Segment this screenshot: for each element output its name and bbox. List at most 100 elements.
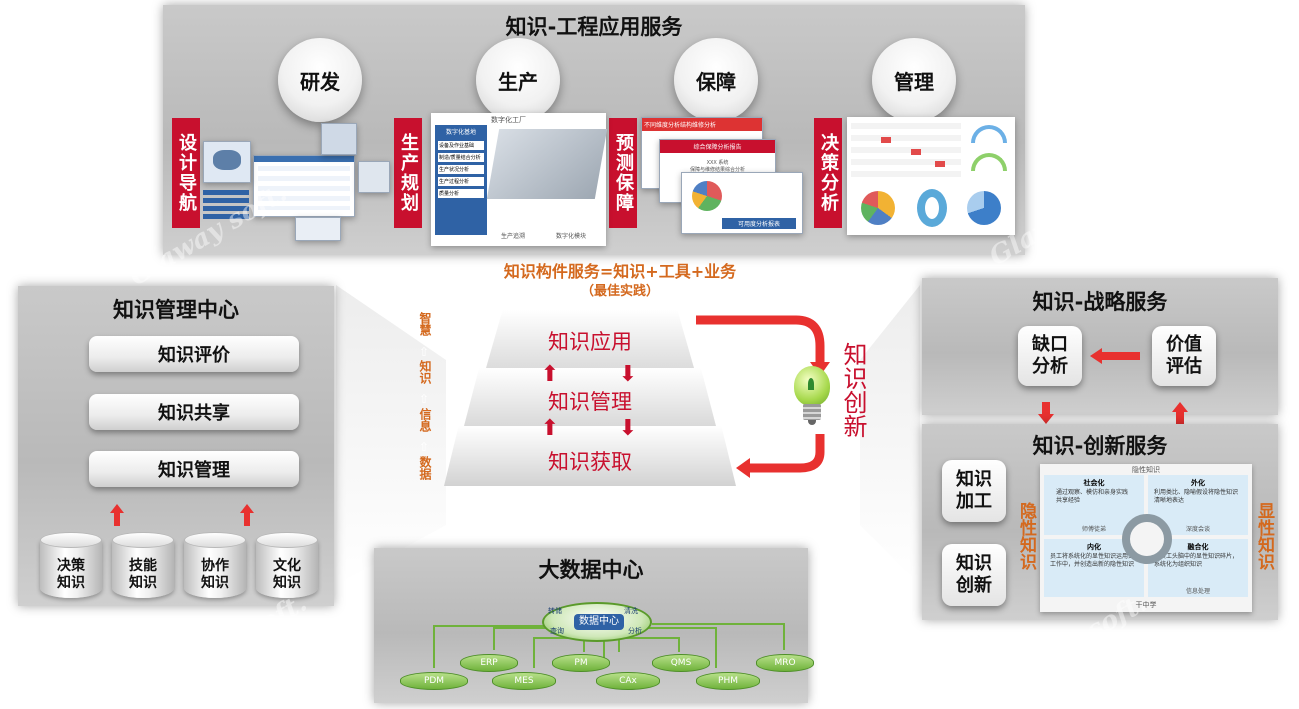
management-table [851,123,961,183]
support-pie [692,181,722,211]
production-menu-item: 生产状况分析 [438,165,484,174]
seci-top-label: 隐性知识 [1132,466,1160,474]
knowledge-processing-box: 知识加工 [942,460,1006,522]
production-caption-right: 数字化模块 [556,233,587,240]
hub-ring-label: 分析 [628,627,642,635]
knowledge-innovation-box: 知识创新 [942,544,1006,606]
source-line: 文化 [273,558,301,574]
processing-line: 加工 [956,491,992,512]
label-decision-analysis: 决策分析 [814,118,842,228]
seci-title: 外化 [1191,479,1205,487]
value-line: 价值 [1166,334,1202,355]
source-decision-knowledge: 决策知识 [40,532,102,598]
design-ship-screen [295,217,341,241]
stage-research: 研发 [278,38,362,122]
production-menu-item: 生产过程分析 [438,177,484,186]
arrow-up-icon [240,504,254,526]
pyramid-text-acquisition: 知识获取 [548,450,632,474]
source-line: 协作 [201,558,229,574]
ladder-data: 数据 [418,456,432,480]
design-screens [203,123,391,243]
seci-title: 社会化 [1083,479,1105,487]
innovation-label: 知识创新 [839,342,867,438]
production-menu-title: 数字化基地 [445,129,476,136]
support-note-2: 保障与维修结果综合分析 [689,167,745,173]
explicit-knowledge-label: 显性知识 [1254,502,1274,570]
hub-ring-label: 转储 [548,607,562,615]
arrow-up-icon: ⇧ [419,392,430,406]
support-banner-3: 可用度分析报表 [722,218,796,229]
management-screen [847,117,1015,235]
value-evaluation-box: 价值评估 [1152,326,1216,386]
pyramid-level-management [464,368,716,426]
production-menu: 数字化基地 设备及作业基础 制造/质量结合分析 生产状况分析 生产过程分析 质量… [435,125,487,235]
system-mes: MES [492,672,556,690]
beam-right [860,285,920,585]
value-line: 评估 [1166,356,1202,377]
data-hub: 数据中心 转储 清洗 分析 查询 [542,602,652,642]
seci-model: 隐性知识 社会化 通过观察、模仿和亲身实践共享经验 师傅徒弟 外化 利用类比、隐… [1040,464,1252,612]
layer-management: 知识管理 [89,451,299,487]
source-collaboration-knowledge: 协作知识 [184,532,246,598]
tagline: 知识构件服务=知识+工具+业务 [503,262,737,281]
ladder-info: 信息 [418,408,432,432]
bigdata-panel: 大数据中心 数据中心 转储 清洗 分析 查询 ERP PM QMS MRO PD… [374,548,814,703]
system-mro: MRO [756,654,814,672]
gap-analysis-box: 缺口分析 [1018,326,1082,386]
production-menu-item: 质量分析 [438,189,484,198]
strategy-title: 知识-战略服务 [1032,290,1168,314]
bigdata-title: 大数据中心 [538,558,644,582]
km-center-title: 知识管理中心 [113,298,239,322]
innovation-title: 知识-创新服务 [1032,434,1168,458]
arrow-up-icon: ⇧ [419,440,430,454]
production-menu-item: 设备及作业基础 [438,141,484,150]
arrow-up-icon [110,504,124,526]
lightbulb-icon [792,366,832,430]
gap-line: 缺口 [1032,334,1068,355]
source-skill-knowledge: 技能知识 [112,532,174,598]
design-part-screen [321,123,357,155]
layer-sharing: 知识共享 [89,394,299,430]
seci-title: 融合化 [1187,543,1209,551]
seci-cycle-icon [1122,514,1172,564]
stage-support: 保障 [674,38,758,122]
management-pie [861,191,895,225]
hub-ring-label: 查询 [550,627,564,635]
source-line: 知识 [129,575,157,591]
system-pm: PM [552,654,610,672]
pyramid-level-application [486,310,694,368]
seci-bottom-label: 干中学 [1135,601,1157,609]
arrow-down-icon: ⬇ [618,361,638,387]
seci-foot: 深度会谈 [1185,526,1210,533]
system-erp: ERP [460,654,518,672]
seci-text: 员工将系统化的显性知识运用到工作中，并创造出新的隐性知识 [1050,553,1135,568]
ladder-knowledge: 知识 [418,360,432,384]
production-caption-left: 生产追溯 [501,233,526,240]
pyramid-level-acquisition [444,426,736,486]
design-main-screen [253,155,355,217]
pyramid-text-application: 知识应用 [548,330,632,354]
tagline-sub: （最佳实践） [580,284,659,299]
innovation-panel: 知识-创新服务 知识加工 知识创新 隐性知识 显性知识 隐性知识 社会化 通过观… [922,424,1278,620]
system-cax: CAx [596,672,660,690]
management-gauge [971,153,1007,171]
arrow-up-icon: ⇧ [419,345,430,359]
arrow-up-icon: ⬆ [540,415,560,441]
support-banner-1: 不同维度分析结构维修分析 [642,118,762,131]
source-culture-knowledge: 文化知识 [256,532,318,598]
pyramid: 知识应用 知识管理 知识获取 ⬆ ⬇ ⬆ ⬇ [440,308,740,488]
support-note-1: XXX 系统 [706,160,729,166]
stage-production: 生产 [476,38,560,122]
ladder-wisdom: 智慧 [418,312,432,336]
seci-foot: 师傅徒弟 [1081,526,1106,533]
data-hub-label: 数据中心 [574,614,624,630]
management-gauge [971,125,1007,143]
arrow-up-icon [1172,402,1188,424]
production-screen: 数字化工厂 数字化基地 设备及作业基础 制造/质量结合分析 生产状况分析 生产过… [431,113,608,246]
system-phm: PHM [696,672,760,690]
label-design-navigation: 设计导航 [172,118,200,228]
gap-line: 分析 [1032,356,1068,377]
ladder: 智慧 ⇧ 知识 ⇧ 信息 ⇧ 数据 [415,312,437,487]
design-bars [203,187,249,227]
innovation-line: 知识 [956,553,992,574]
